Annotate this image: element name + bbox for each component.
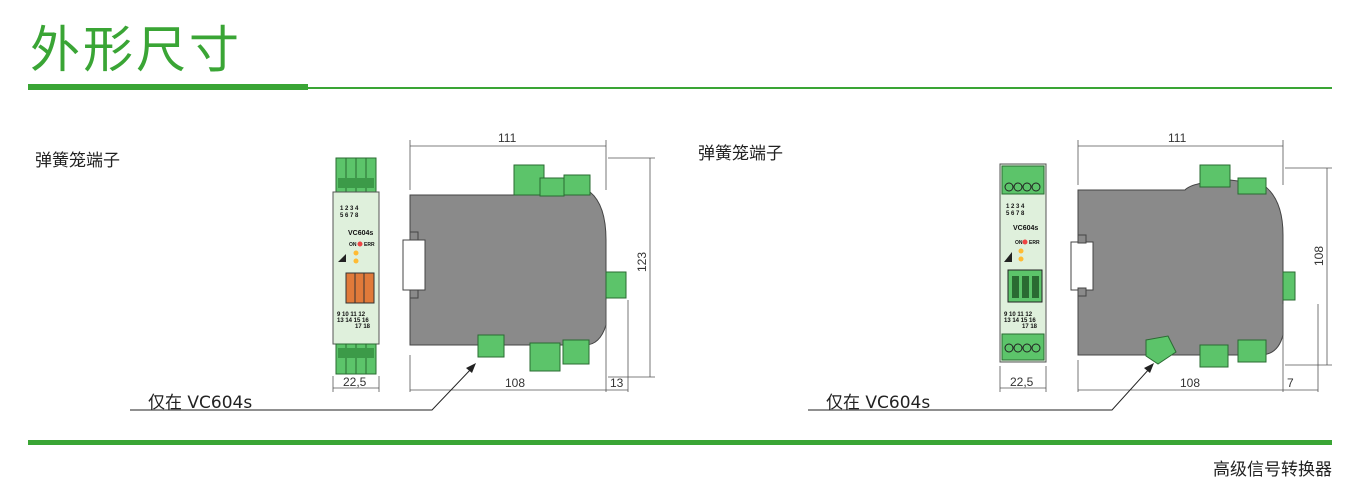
left-dim-height: 123 — [635, 252, 649, 272]
right-drawing: 1 2 3 4 5 6 7 8 VC604s ON ERR 9 10 11 12… — [808, 131, 1332, 411]
title-underline-thick — [28, 84, 308, 90]
left-front-view: 1 2 3 4 5 6 7 8 VC604s ON ERR 9 10 11 12… — [332, 157, 380, 375]
right-dim-plug: 7 — [1287, 376, 1294, 390]
right-terminals-bottom-row1: 9 10 11 12 — [1004, 312, 1033, 318]
title-underline-thin — [308, 87, 1332, 89]
right-side-view — [1070, 164, 1296, 368]
right-terminals-top-row1: 1 2 3 4 — [1006, 204, 1025, 210]
right-model: VC604s — [1013, 225, 1038, 232]
left-terminals-top-row2: 5 6 7 8 — [340, 213, 359, 219]
left-note: 仅在 VC604s — [148, 393, 253, 413]
footer-text: 高级信号转换器 — [1213, 460, 1332, 480]
right-terminals-top-row2: 5 6 7 8 — [1006, 211, 1025, 217]
right-dim-depth: 108 — [1180, 376, 1200, 390]
left-dim-plug: 13 — [610, 376, 624, 390]
page-title: 外形尺寸 — [30, 21, 242, 79]
left-terminals-bottom-row2: 13 14 15 16 — [337, 318, 369, 324]
left-dim-front-width: 22,5 — [343, 375, 367, 389]
right-led-err: ERR — [1029, 240, 1040, 246]
left-terminals-top-row1: 1 2 3 4 — [340, 206, 359, 212]
left-terminal-label: 弹簧笼端子 — [35, 151, 120, 171]
right-note: 仅在 VC604s — [826, 393, 931, 413]
right-dim-front-width: 22,5 — [1010, 375, 1034, 389]
left-terminals-bottom-row3: 17 18 — [355, 324, 371, 330]
right-front-view: 1 2 3 4 5 6 7 8 VC604s ON ERR 9 10 11 12… — [999, 163, 1047, 363]
right-led-on: ON — [1015, 240, 1023, 246]
left-model: VC604s — [348, 230, 373, 237]
left-drawing: 1 2 3 4 5 6 7 8 VC604s ON ERR 9 10 11 12… — [130, 131, 655, 411]
left-led-on: ON — [349, 242, 357, 248]
left-led-err: ERR — [364, 242, 375, 248]
left-dim-depth: 108 — [505, 376, 525, 390]
left-side-view — [402, 164, 627, 372]
footer-rule — [28, 440, 1332, 445]
right-terminals-bottom-row2: 13 14 15 16 — [1004, 318, 1036, 324]
right-terminal-label: 弹簧笼端子 — [698, 144, 783, 164]
right-dim-width: 111 — [1168, 131, 1187, 145]
right-terminals-bottom-row3: 17 18 — [1022, 324, 1038, 330]
left-terminals-bottom-row1: 9 10 11 12 — [337, 312, 366, 318]
left-dim-width: 111 — [498, 131, 517, 145]
right-dim-height: 108 — [1312, 246, 1326, 266]
